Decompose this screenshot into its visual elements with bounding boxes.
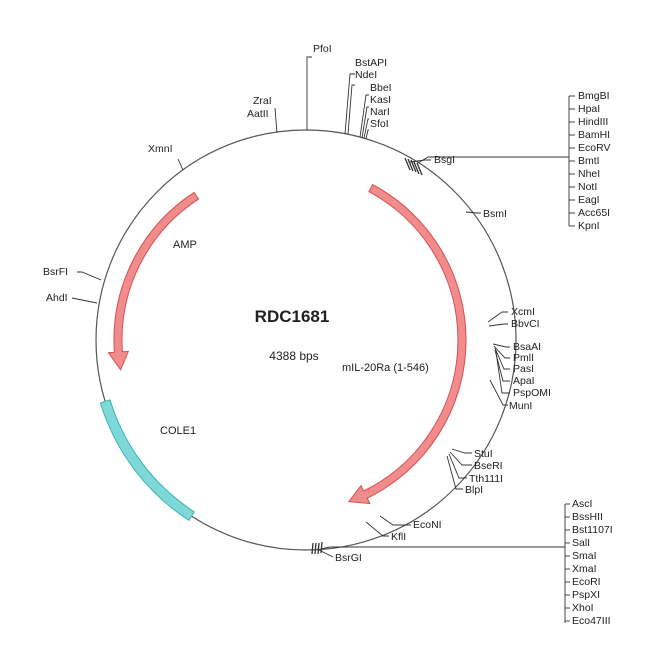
site-pspomi: PspOMI bbox=[513, 387, 551, 399]
site-econi: EcoNI bbox=[413, 519, 442, 531]
site-bstapi: BstAPI bbox=[355, 57, 387, 69]
site-sfoi: SfoI bbox=[370, 118, 389, 130]
plasmid-size: 4388 bps bbox=[269, 349, 318, 363]
site-hpai: HpaI bbox=[578, 103, 600, 115]
site-kfli: KflI bbox=[391, 531, 406, 543]
site-aatii: AatII bbox=[247, 108, 269, 120]
site-xmni: XmnI bbox=[148, 143, 173, 155]
site-hindiii: HindIII bbox=[578, 116, 608, 128]
plasmid-backbone bbox=[95, 129, 517, 551]
site-bbvci: BbvCI bbox=[511, 318, 540, 330]
site-xcmi: XcmI bbox=[511, 306, 535, 318]
site-apai: ApaI bbox=[513, 375, 535, 387]
site-xhoi: XhoI bbox=[572, 602, 594, 614]
feature-label-cole1: COLE1 bbox=[160, 425, 196, 437]
site-kasi: KasI bbox=[370, 94, 391, 106]
cole1-feature-block bbox=[99, 399, 195, 521]
site-bsgi: BsgI bbox=[434, 154, 455, 166]
site-noti: NotI bbox=[578, 181, 597, 193]
plasmid-name: RDC1681 bbox=[255, 307, 330, 326]
site-nari: NarI bbox=[370, 106, 390, 118]
site-pfoi: PfoI bbox=[313, 43, 332, 55]
site-tth111i: Tth111I bbox=[469, 473, 503, 485]
site-ecorv: EcoRV bbox=[578, 142, 611, 154]
site-ecori: EcoRI bbox=[572, 576, 601, 588]
site-asci: AscI bbox=[572, 498, 592, 510]
site-xmai: XmaI bbox=[572, 563, 597, 575]
site-sali: SalI bbox=[572, 537, 590, 549]
site-bamhi: BamHI bbox=[578, 129, 610, 141]
amp-feature-arrow bbox=[107, 191, 200, 371]
site-tick-clusters bbox=[311, 157, 423, 555]
site-pspxi: PspXI bbox=[572, 589, 600, 601]
site-bsrgi: BsrGI bbox=[335, 552, 362, 564]
site-eco47iii: Eco47III bbox=[572, 615, 611, 627]
site-pasi: PasI bbox=[513, 363, 534, 375]
site-bmti: BmtI bbox=[578, 155, 600, 167]
site-eagi: EagI bbox=[578, 194, 600, 206]
site-bseri: BseRI bbox=[474, 460, 503, 472]
site-ahdi: AhdI bbox=[46, 292, 68, 304]
site-stui: StuI bbox=[474, 448, 493, 460]
site-muni: MunI bbox=[509, 400, 532, 412]
site-bsshii: BssHII bbox=[572, 511, 603, 523]
site-nhei: NheI bbox=[578, 168, 600, 180]
site-bst1107i: Bst1107I bbox=[572, 524, 613, 536]
site-leaders bbox=[71, 56, 575, 623]
feature-label-amp: AMP bbox=[173, 239, 197, 251]
site-bbei: BbeI bbox=[370, 82, 392, 94]
site-labels: PfoI BstAPI NdeI BbeI KasI NarI SfoI Zra… bbox=[43, 43, 613, 627]
feature-label-mil20ra: mIL-20Ra (1-546) bbox=[342, 362, 429, 374]
site-acc65i: Acc65I bbox=[578, 207, 610, 219]
site-pmli: PmlI bbox=[513, 352, 534, 364]
site-blpi: BlpI bbox=[465, 484, 483, 496]
site-zrai: ZraI bbox=[253, 95, 272, 107]
site-bsrfi: BsrFI bbox=[43, 266, 68, 278]
site-bsmi: BsmI bbox=[483, 208, 507, 220]
site-bsaai: BsaAI bbox=[513, 341, 541, 353]
mil20ra-feature-arrow bbox=[347, 183, 467, 505]
site-bmgbi: BmgBI bbox=[578, 90, 610, 102]
site-ndei: NdeI bbox=[355, 69, 377, 81]
site-smai: SmaI bbox=[572, 550, 597, 562]
site-kpni: KpnI bbox=[578, 220, 600, 232]
